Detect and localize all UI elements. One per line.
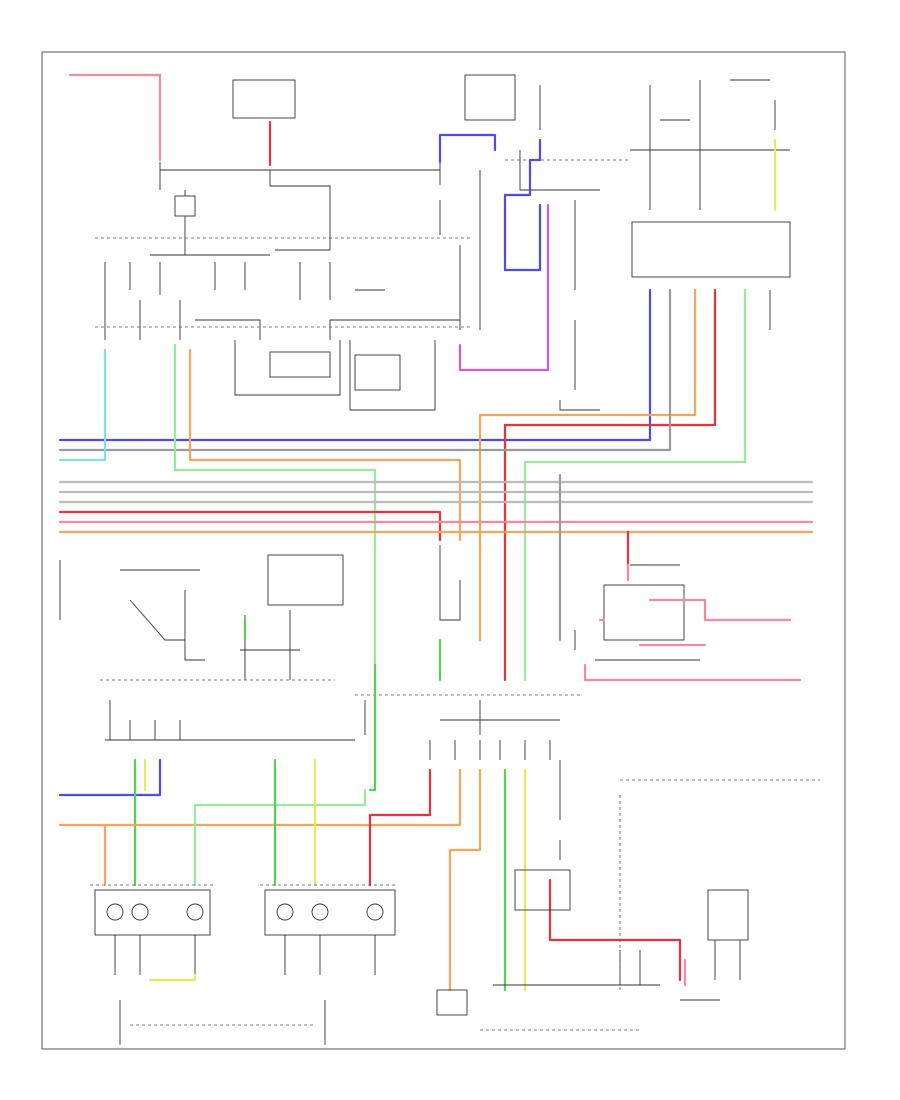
wire-blue-bus (58, 288, 652, 442)
bottom-center-assembly (436, 869, 660, 1031)
wire-pink-right-1 (626, 563, 792, 622)
bus-line-red (58, 510, 442, 542)
bottom-right-assembly (619, 779, 820, 1001)
wire-pink-right-2 (598, 618, 707, 647)
relay-block-top-left (95, 79, 470, 411)
top-right-module (630, 79, 791, 330)
wire-pink-top (68, 73, 162, 162)
wire-lightgreen-stub (173, 343, 377, 667)
wire-yellow-bottom (148, 973, 197, 982)
bottom-left-assembly (90, 884, 215, 1045)
wire-pink-right-3 (583, 663, 802, 682)
middle-left-block (59, 554, 355, 741)
wire-lightgreen-bus-upper (523, 288, 747, 682)
wire-red-bus-upper (503, 288, 717, 682)
diagram-frame (41, 51, 846, 1050)
wire-violet-top (458, 203, 550, 372)
wire-gray-bus-upper (58, 288, 672, 452)
wire-red-low (368, 768, 432, 887)
wire-red-low-2 (548, 878, 682, 982)
wire-lightgreen-low (193, 788, 367, 887)
wire-orange-bus-upper (478, 288, 697, 642)
wire-blue-low (58, 758, 162, 797)
top-center-block (439, 74, 630, 411)
wire-orange-low-3 (448, 768, 482, 992)
wire-green-vertical (368, 663, 377, 792)
wire-orange-low (58, 768, 462, 827)
bottom-middle-assembly (260, 884, 396, 1045)
wire-cyan-stub (58, 348, 107, 462)
wire-blue-top (438, 133, 542, 272)
middle-center-block (355, 545, 580, 860)
middle-right-block (574, 564, 700, 661)
wire-orange-stub (188, 348, 462, 542)
